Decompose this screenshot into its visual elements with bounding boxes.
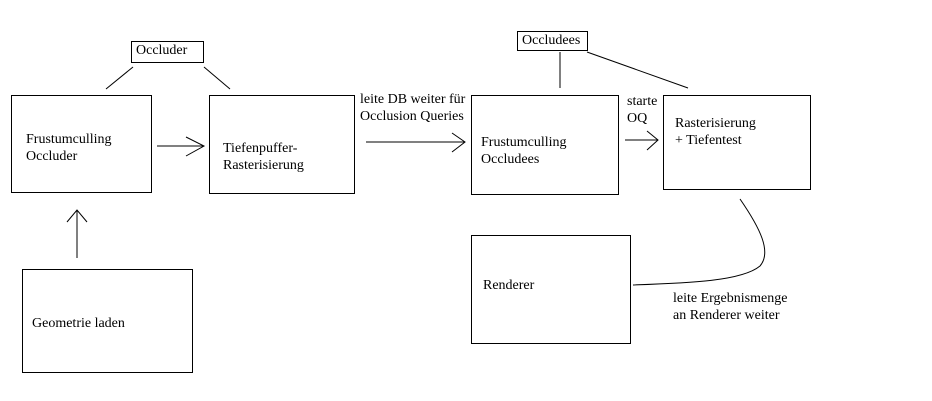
occluder-tag-label: Occluder: [136, 43, 188, 58]
box-geometrie-label: Geometrie laden: [32, 316, 125, 331]
box-tiefenpuffer-line2: Rasterisierung: [223, 158, 304, 173]
box-frustumculling-occluder-line2: Occluder: [26, 149, 78, 164]
occluder-line-left: [105, 66, 134, 90]
box-rasterisierung-tiefentest: Rasterisierung + Tiefentest: [663, 95, 811, 190]
edge-label-db-weiter-line1: leite DB weiter für: [360, 92, 466, 107]
edge-label-db-weiter-line2: Occlusion Queries: [360, 109, 464, 124]
box-tiefenpuffer-rasterisierung: Tiefenpuffer- Rasterisierung: [209, 95, 355, 194]
edge-label-ergebnismenge-line2: an Renderer weiter: [673, 308, 780, 323]
box-tiefenpuffer-line1: Tiefenpuffer-: [223, 141, 298, 156]
arrow-occludees-to-rasterisierung: [625, 130, 659, 151]
box-rasterisierung-line2: + Tiefentest: [675, 133, 742, 148]
box-frustumculling-occluder-line1: Frustumculling: [26, 132, 112, 147]
arrow-geometrie-to-occluder: [66, 209, 88, 258]
box-frustumculling-occluder: Frustumculling Occluder: [11, 95, 152, 193]
occludees-line-right: [586, 51, 689, 89]
occludees-tag-label: Occludees: [522, 33, 581, 48]
occluder-line-right: [203, 66, 231, 90]
edge-label-starte-line2: OQ: [627, 111, 648, 126]
box-frustumculling-occludees-line1: Frustumculling: [481, 135, 567, 150]
box-frustumculling-occludees: Frustumculling Occludees: [471, 95, 619, 195]
occludees-tag: Occludees: [517, 31, 588, 51]
box-geometrie-laden: Geometrie laden: [22, 269, 193, 373]
arrow-occluder-to-tiefenpuffer: [157, 136, 206, 157]
box-rasterisierung-line1: Rasterisierung: [675, 116, 756, 131]
edge-label-starte-line1: starte: [627, 94, 658, 109]
box-frustumculling-occludees-line2: Occludees: [481, 152, 540, 167]
curve-raster-to-renderer: [632, 198, 766, 286]
occluder-tag: Occluder: [131, 41, 204, 63]
arrow-tiefenpuffer-to-occludees: [366, 132, 466, 153]
box-renderer: Renderer: [471, 235, 631, 344]
edge-label-ergebnismenge-line1: leite Ergebnismenge: [673, 291, 788, 306]
box-renderer-label: Renderer: [483, 278, 535, 293]
